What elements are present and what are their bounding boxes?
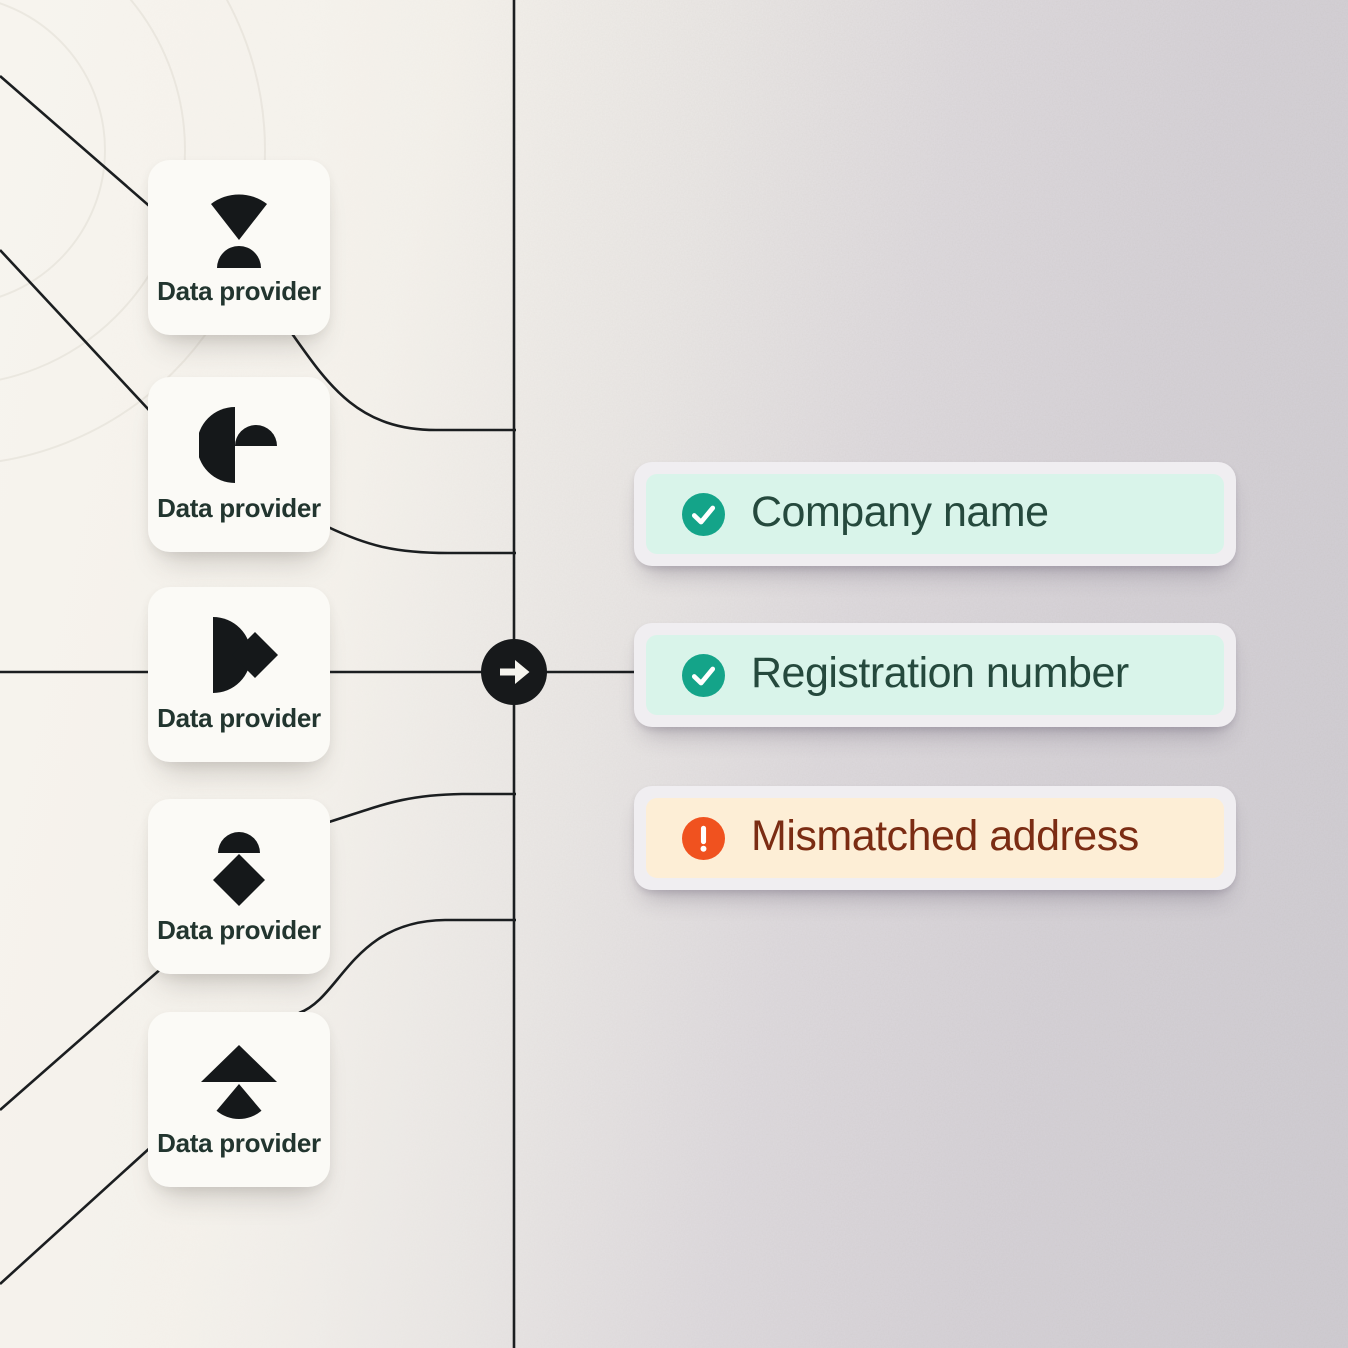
data-provider-card-5: Data provider (148, 1012, 330, 1187)
halfdisc-dome-logo-icon (199, 405, 279, 485)
d-diamond-logo-icon (199, 615, 279, 695)
curve-card5-to-rail (298, 918, 516, 1015)
result-label: Company name (751, 487, 1049, 536)
result-label: Mismatched address (751, 811, 1139, 860)
data-provider-card-4: Data provider (148, 799, 330, 974)
data-provider-label: Data provider (157, 703, 321, 733)
data-provider-label: Data provider (157, 493, 321, 523)
data-provider-card-3: Data provider (148, 587, 330, 762)
check-icon (682, 492, 725, 536)
fan-dome-logo-icon (199, 188, 279, 268)
alert-icon (682, 816, 725, 860)
result-chip-registration-number: Registration number (634, 623, 1236, 727)
result-chip-mismatched-address: Mismatched address (634, 786, 1236, 890)
curve-card1-to-rail (279, 317, 516, 432)
data-provider-card-2: Data provider (148, 377, 330, 552)
check-icon (682, 653, 725, 697)
data-provider-label: Data provider (157, 915, 321, 945)
data-provider-label: Data provider (157, 1128, 321, 1158)
diagonal-line-4 (0, 1135, 164, 1285)
data-provider-card-1: Data provider (148, 160, 330, 335)
diagonal-line-1 (0, 75, 163, 218)
data-provider-label: Data provider (157, 276, 321, 306)
diagonal-line-2 (0, 249, 163, 425)
result-label: Registration number (751, 648, 1129, 697)
arrow-right-icon (500, 660, 530, 684)
triangle-fan-logo-icon (199, 1040, 279, 1120)
result-chip-company-name: Company name (634, 462, 1236, 566)
merge-node (481, 639, 547, 705)
dome-diamond-logo-icon (199, 827, 279, 907)
curve-card4-to-rail (328, 792, 516, 824)
curve-card2-to-rail (327, 525, 516, 555)
diagonal-line-3 (0, 966, 164, 1111)
ripple-arcs (0, 0, 266, 462)
